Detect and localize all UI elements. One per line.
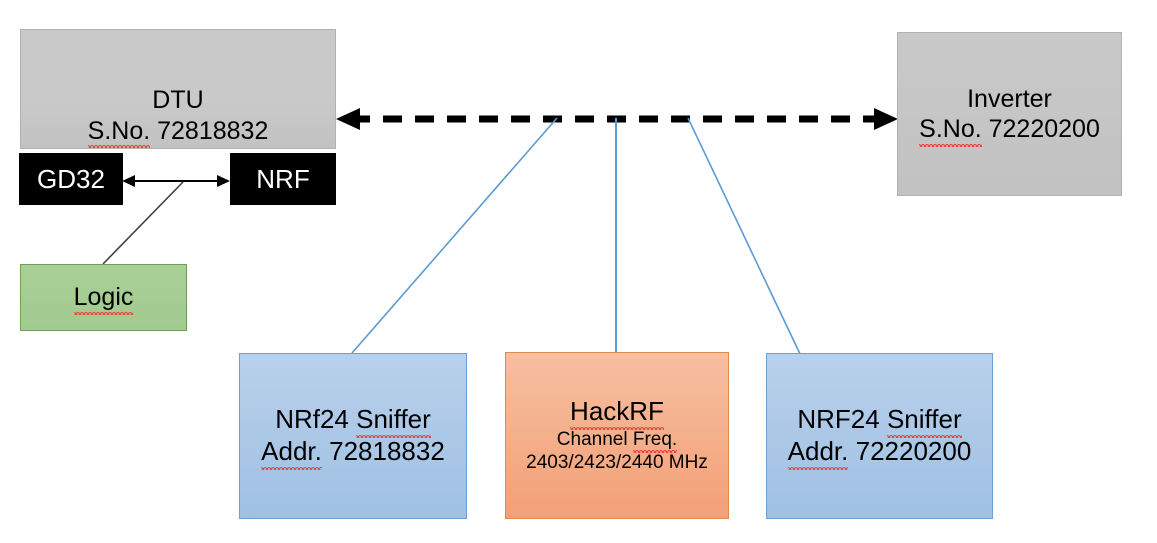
tap-line-sniffer-right [687, 117, 802, 357]
sniffer-right-title-head: NRF24 [797, 404, 887, 435]
sniffer-left-addr-value: 72818832 [329, 436, 445, 466]
hackrf-title: HackRF [570, 396, 664, 430]
inverter-node[interactable]: Inverter S.No. 72220200 [897, 32, 1122, 196]
hackrf-node[interactable]: HackRF Channel Freq. 2403/2423/2440 MHz [505, 352, 729, 519]
hackrf-frequencies: 2403/2423/2440 MHz [526, 452, 708, 474]
hackrf-subtitle-tail: Freq. [632, 429, 678, 454]
sniffer-left-addr: Addr. 72818832 [261, 436, 445, 470]
dtu-serial-prefix: S.No. [87, 116, 151, 148]
tap-line-sniffer-left [351, 117, 558, 354]
dtu-serial: S.No. 72818832 [87, 116, 269, 148]
sniffer-right-title-tail: Sniffer [886, 404, 962, 438]
gd32-chip[interactable]: GD32 [19, 153, 123, 205]
inverter-title: Inverter [967, 84, 1052, 113]
inverter-serial-value: 72220200 [988, 115, 1100, 143]
inverter-serial: S.No. 72220200 [919, 114, 1100, 146]
inverter-serial-prefix: S.No. [919, 115, 982, 146]
sniffer-left-node[interactable]: NRf24 Sniffer Addr. 72818832 [239, 353, 467, 519]
sniffer-left-title: NRf24 Sniffer [275, 404, 431, 438]
dtu-serial-value: 72818832 [157, 116, 269, 145]
logic-analyzer-node[interactable]: Logic [20, 264, 187, 331]
hackrf-title-text: HackRF [570, 396, 664, 430]
dtu-node[interactable]: DTU S.No. 72818832 [20, 29, 336, 149]
gd32-nrf-connector [122, 175, 230, 187]
nrf-label: NRF [256, 163, 310, 194]
sniffer-right-addr: Addr. 72220200 [787, 436, 972, 470]
sniffer-right-addr-prefix: Addr. [787, 436, 849, 470]
logic-label: Logic [73, 283, 134, 315]
sniffer-left-title-head: NRf24 [275, 404, 357, 435]
gd32-label: GD32 [37, 163, 105, 194]
sniffer-left-title-tail: Sniffer [356, 404, 431, 438]
hackrf-subtitle-head: Channel [556, 429, 633, 451]
rf-link-connector [336, 108, 898, 130]
dtu-title: DTU [152, 86, 204, 114]
sniffer-left-addr-prefix: Addr. [261, 436, 322, 470]
sniffer-right-addr-value: 72220200 [855, 436, 972, 466]
sniffer-right-title: NRF24 Sniffer [797, 404, 962, 438]
sniffer-right-node[interactable]: NRF24 Sniffer Addr. 72220200 [766, 353, 993, 519]
hackrf-subtitle: Channel Freq. [556, 428, 678, 454]
nrf-chip[interactable]: NRF [230, 153, 336, 205]
